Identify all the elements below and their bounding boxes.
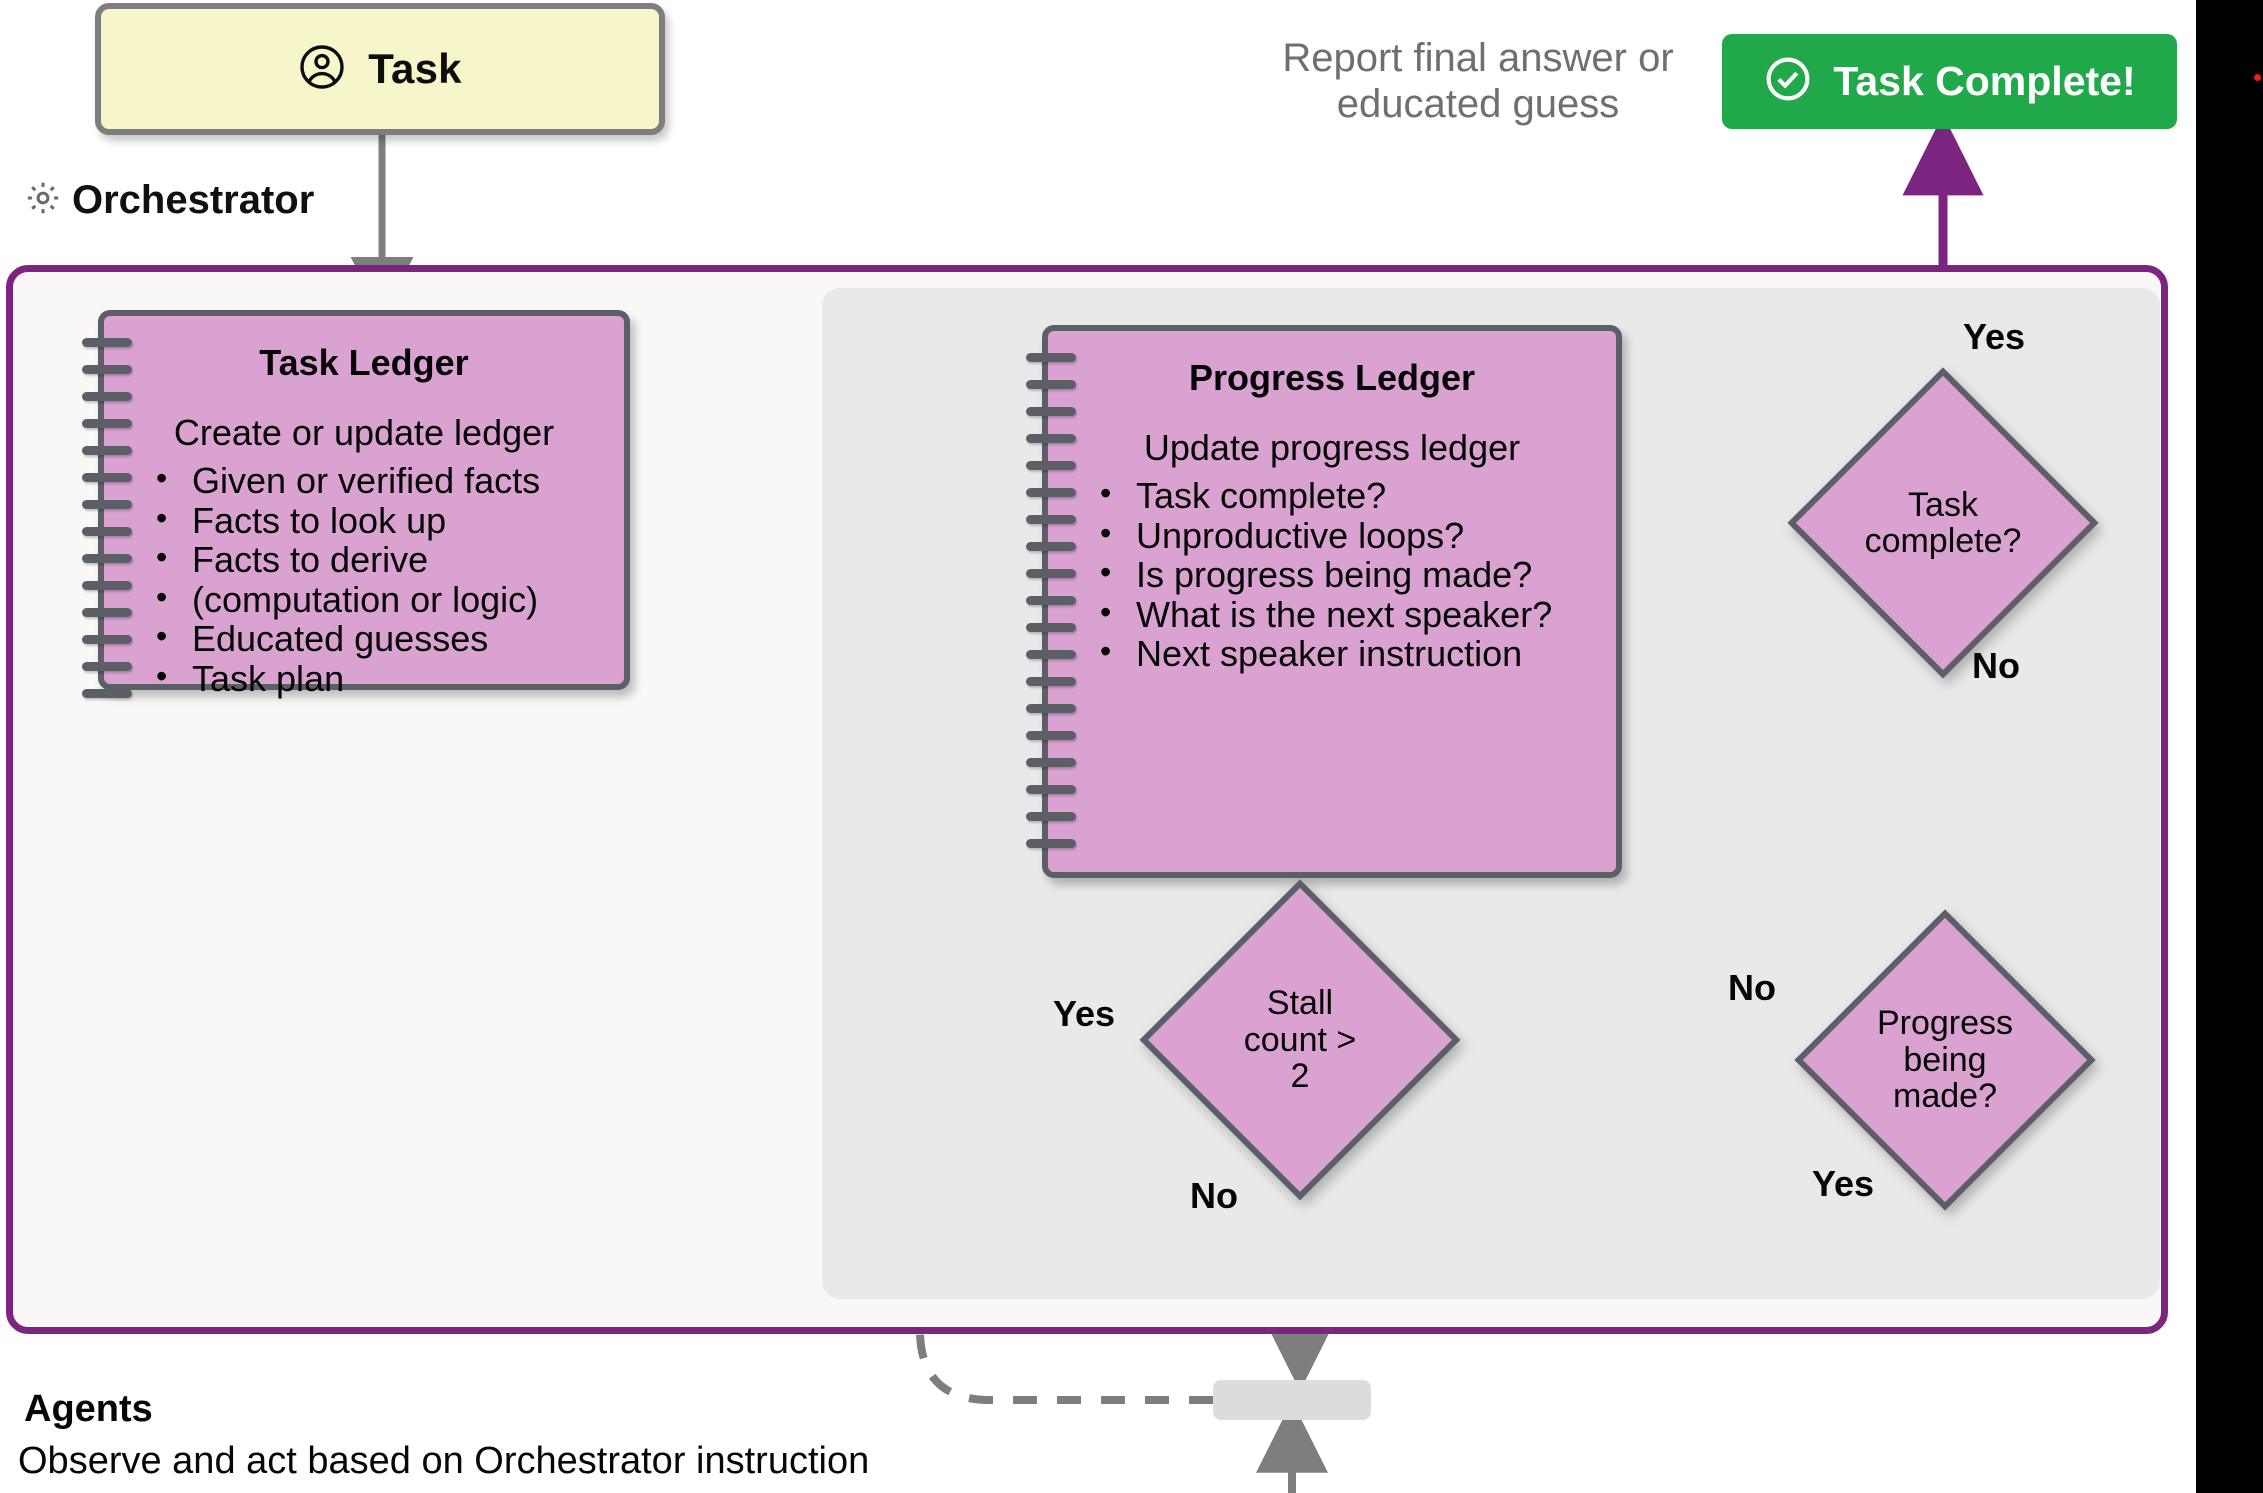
right-edge-band bbox=[2196, 0, 2263, 1493]
task-ledger-list: Given or verified facts Facts to look up… bbox=[104, 461, 624, 699]
report-line-2: educated guess bbox=[1336, 81, 1620, 126]
person-circle-icon bbox=[298, 43, 346, 96]
decision-progress-being-made: Progress being made? bbox=[1794, 909, 2096, 1211]
list-item: Task complete? bbox=[1100, 476, 1606, 516]
decision-line: 2 bbox=[1290, 1057, 1310, 1096]
agents-section-title: Agents bbox=[24, 1388, 153, 1430]
decision-line: Stall bbox=[1266, 984, 1334, 1023]
list-item: Task plan bbox=[156, 659, 614, 699]
edge-label-stall-yes: Yes bbox=[1053, 993, 1116, 1034]
list-item: Facts to derive bbox=[156, 540, 614, 580]
decision-progress-being-made-text: Progress being made? bbox=[1831, 1004, 2059, 1116]
orchestrator-label-text: Orchestrator bbox=[72, 178, 315, 222]
list-item: Educated guesses bbox=[156, 619, 614, 659]
decision-task-complete: Task complete? bbox=[1787, 367, 2099, 679]
decision-task-complete-text: Task complete? bbox=[1825, 485, 2061, 560]
list-item: Unproductive loops? bbox=[1100, 516, 1606, 556]
decision-line: complete? bbox=[1864, 522, 2022, 560]
list-item: Is progress being made? bbox=[1100, 555, 1606, 595]
gear-icon bbox=[24, 179, 62, 222]
orchestrator-label: Orchestrator bbox=[24, 178, 314, 223]
progress-ledger-list: Task complete? Unproductive loops? Is pr… bbox=[1048, 476, 1616, 674]
edge-label-task-complete-yes: Yes bbox=[1963, 316, 2026, 357]
task-complete-badge-label: Task Complete! bbox=[1833, 58, 2136, 104]
list-item: What is the next speaker? bbox=[1100, 595, 1606, 635]
task-ledger-card: Task Ledger Create or update ledger Give… bbox=[82, 310, 630, 698]
progress-ledger-title: Progress Ledger bbox=[1188, 357, 1476, 398]
decision-line: being bbox=[1903, 1040, 1987, 1079]
list-item-continuation: (computation or logic) bbox=[156, 580, 614, 620]
list-item: Next speaker instruction bbox=[1100, 634, 1606, 674]
list-item: Given or verified facts bbox=[156, 461, 614, 501]
task-card: Task bbox=[95, 3, 665, 135]
spiral-binding-icon bbox=[82, 338, 132, 698]
decision-line: Progress bbox=[1876, 1004, 2014, 1043]
edge-label-task-complete-no: No bbox=[1972, 645, 2020, 686]
list-item: Facts to look up bbox=[156, 501, 614, 541]
task-ledger-subtitle: Create or update ledger bbox=[173, 412, 555, 453]
edge-label-progress-made-yes: Yes bbox=[1812, 1163, 1875, 1204]
decision-line: Task bbox=[1908, 485, 1978, 524]
progress-ledger-card: Progress Ledger Update progress ledger T… bbox=[1026, 325, 1622, 878]
decision-stall-count: Stall count > 2 bbox=[1139, 879, 1461, 1201]
decision-line: made? bbox=[1893, 1077, 1997, 1116]
spiral-binding-icon bbox=[1026, 353, 1076, 850]
task-complete-badge[interactable]: Task Complete! bbox=[1722, 34, 2177, 129]
agents-section-subtitle: Observe and act based on Orchestrator in… bbox=[18, 1440, 870, 1482]
decision-line: count > bbox=[1243, 1020, 1357, 1059]
decision-stall-count-text: Stall count > 2 bbox=[1178, 984, 1421, 1096]
task-card-label: Task bbox=[368, 45, 462, 92]
report-final-answer-text: Report final answer or educated guess bbox=[1248, 36, 1708, 127]
cursor-dot-indicator bbox=[2254, 74, 2261, 81]
agent-node-placeholder bbox=[1213, 1380, 1371, 1420]
task-ledger-title: Task Ledger bbox=[259, 342, 469, 383]
report-line-1: Report final answer or bbox=[1282, 36, 1674, 80]
check-circle-icon bbox=[1763, 54, 1813, 109]
edge-label-progress-made-no: No bbox=[1728, 967, 1776, 1008]
edge-label-stall-no: No bbox=[1190, 1175, 1238, 1216]
progress-ledger-subtitle: Update progress ledger bbox=[1143, 427, 1521, 468]
